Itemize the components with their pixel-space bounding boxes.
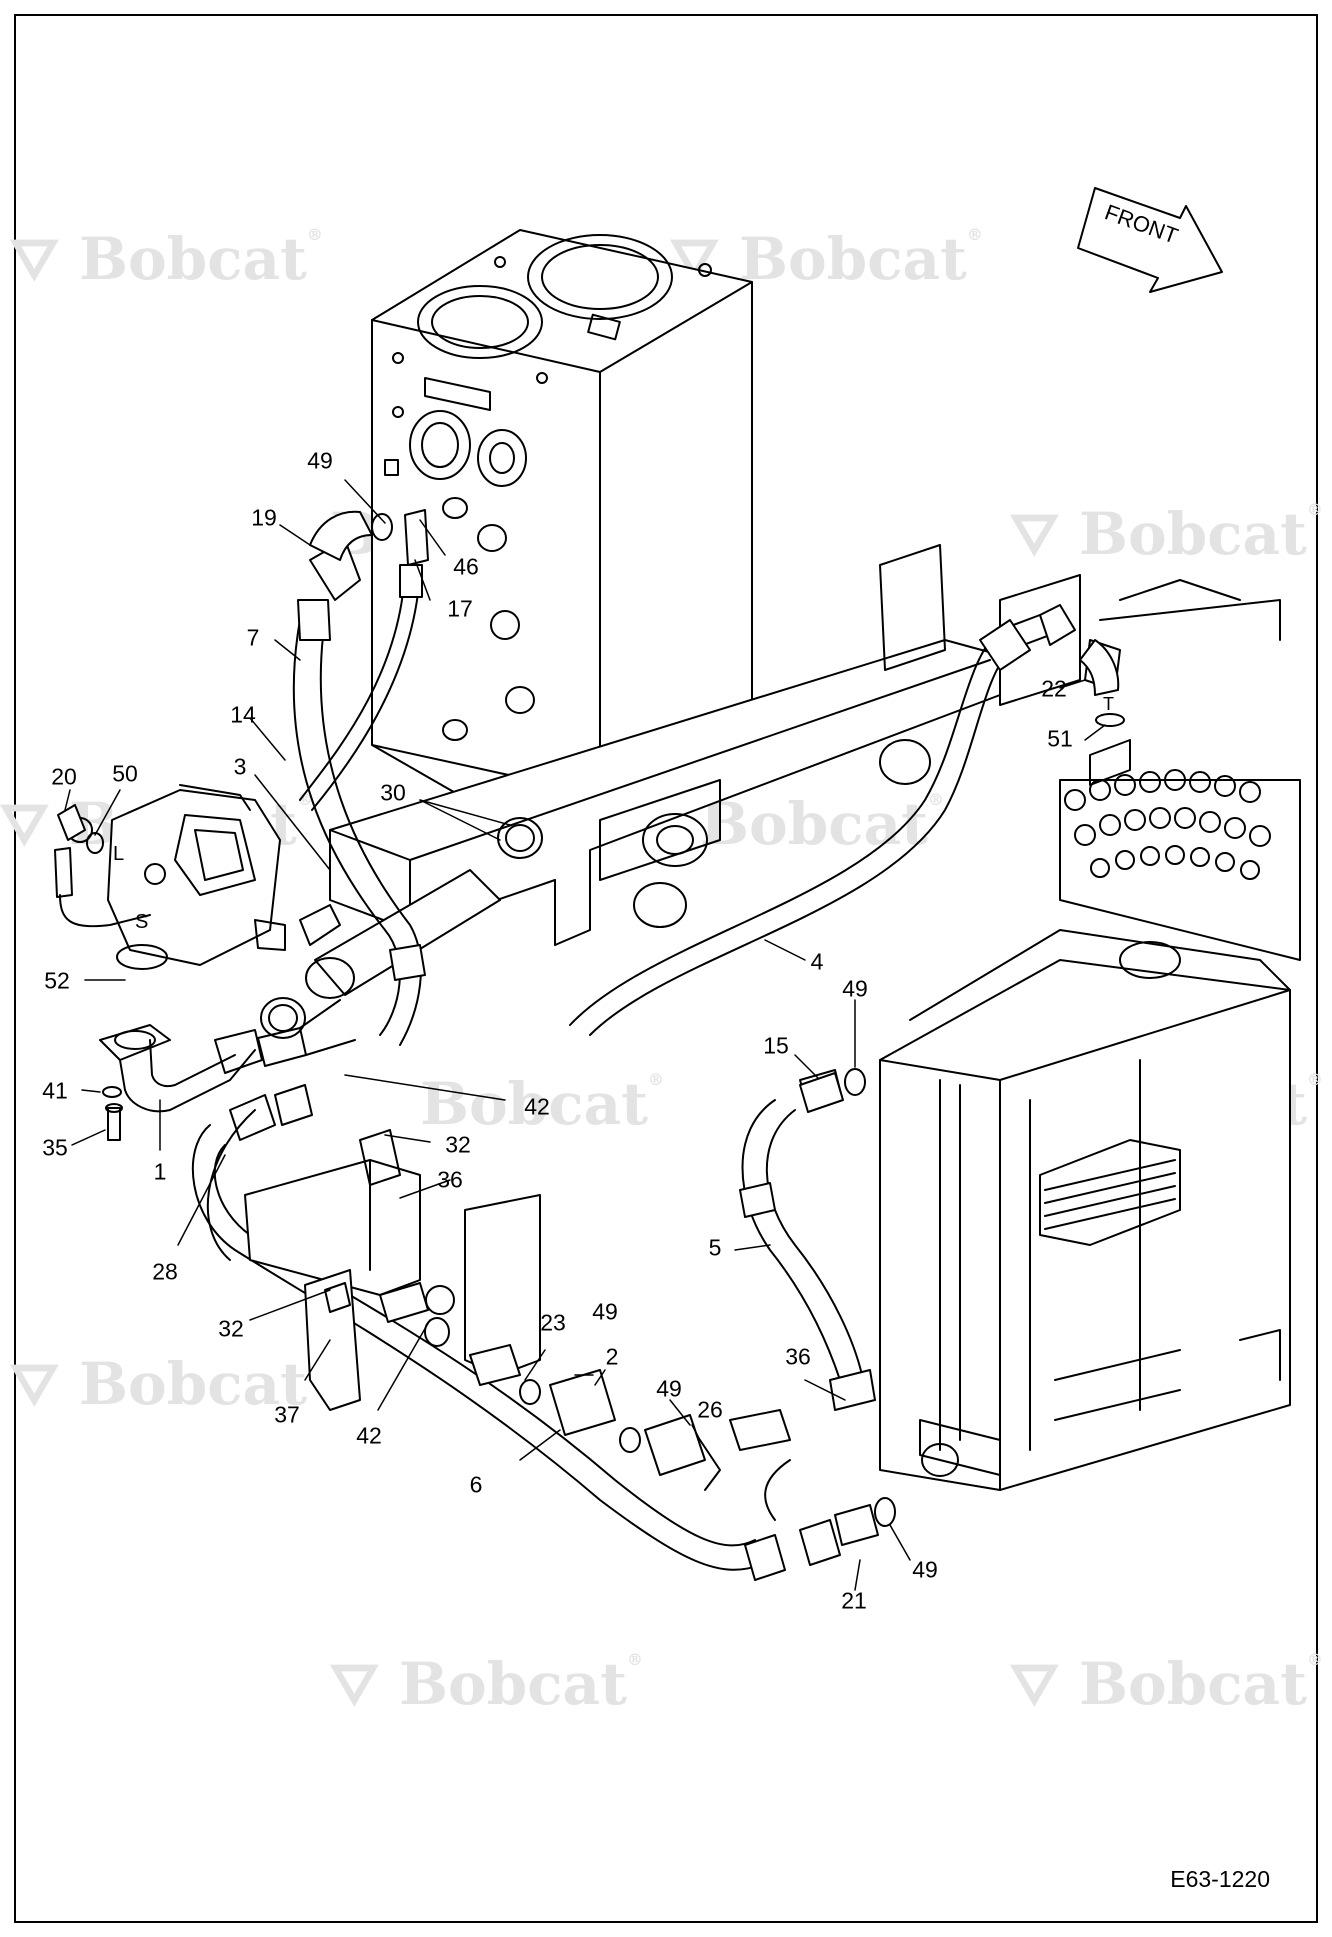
callout-26: 26 bbox=[697, 1396, 723, 1423]
callout-32-lower: 32 bbox=[218, 1315, 244, 1342]
suction-tube bbox=[299, 869, 501, 999]
callout-7: 7 bbox=[246, 624, 260, 651]
port-letters: L S T bbox=[113, 694, 1114, 933]
watermark: ⛛ Bobcat® bbox=[1010, 1650, 1323, 1718]
port-letter-L: L bbox=[113, 843, 124, 865]
callout-15: 15 bbox=[763, 1032, 789, 1059]
watermark: ⛛ Bobcat® bbox=[670, 225, 983, 293]
callout-3: 3 bbox=[233, 753, 247, 780]
watermark: Bobcat® bbox=[420, 1070, 664, 1138]
port-letter-T: T bbox=[1103, 694, 1114, 714]
bobcat-logo-icon: ⛛ bbox=[1010, 1650, 1059, 1718]
callout-32-upper: 32 bbox=[445, 1131, 471, 1158]
port-letter-S: S bbox=[135, 911, 148, 933]
callout-14: 14 bbox=[230, 701, 256, 728]
hose-bracket bbox=[244, 1129, 541, 1411]
callout-5: 5 bbox=[708, 1234, 722, 1261]
callout-4: 4 bbox=[810, 948, 824, 975]
fitting-chain bbox=[379, 1282, 896, 1566]
hose-28 bbox=[206, 1084, 313, 1261]
hose-14 bbox=[299, 509, 429, 811]
callout-50: 50 bbox=[112, 760, 138, 787]
elbow-fitting-19 bbox=[309, 510, 393, 561]
bobcat-logo-icon: ⛛ bbox=[10, 1350, 59, 1418]
bobcat-logo-icon: ⛛ bbox=[10, 225, 59, 293]
callout-41: 41 bbox=[42, 1077, 68, 1104]
callout-42-lower: 42 bbox=[356, 1422, 382, 1449]
callout-35: 35 bbox=[42, 1134, 68, 1161]
callout-28: 28 bbox=[152, 1258, 178, 1285]
hydraulic-tank bbox=[371, 229, 753, 831]
callout-52: 52 bbox=[44, 967, 70, 994]
callout-17: 17 bbox=[447, 595, 473, 622]
control-valve bbox=[1059, 739, 1301, 961]
watermark: ⛛ Bobcat® bbox=[10, 225, 323, 293]
watermark: ⛛ Bobcat® bbox=[330, 1650, 643, 1718]
bobcat-logo-icon: ⛛ bbox=[0, 790, 49, 858]
callout-20: 20 bbox=[51, 763, 77, 790]
fitting-15 bbox=[799, 1068, 866, 1113]
callout-51: 51 bbox=[1047, 725, 1073, 752]
callout-1: 1 bbox=[153, 1158, 167, 1185]
drawing-frame bbox=[14, 14, 1318, 1923]
callout-36-upper: 36 bbox=[437, 1166, 463, 1193]
watermark: ⛛ Bobcat® bbox=[1010, 500, 1323, 568]
callout-19: 19 bbox=[251, 504, 277, 531]
callout-42-upper: 42 bbox=[524, 1093, 550, 1120]
hose-clamps bbox=[260, 817, 543, 1039]
callout-23: 23 bbox=[540, 1309, 566, 1336]
callout-36-lower: 36 bbox=[785, 1343, 811, 1370]
callout-49-bottom: 49 bbox=[912, 1556, 938, 1583]
callout-49-mid: 49 bbox=[592, 1298, 618, 1325]
callout-6: 6 bbox=[469, 1471, 483, 1498]
bolt-and-washer bbox=[102, 1086, 123, 1141]
hose-7 bbox=[292, 539, 426, 1046]
bobcat-logo-icon: ⛛ bbox=[330, 1650, 379, 1718]
hose-5 bbox=[739, 1069, 876, 1521]
callout-49-right: 49 bbox=[842, 975, 868, 1002]
watermark: Bobcat® bbox=[700, 790, 944, 858]
callout-49-top: 49 bbox=[307, 447, 333, 474]
callout-22: 22 bbox=[1041, 675, 1067, 702]
callout-2: 2 bbox=[605, 1343, 619, 1370]
figure-reference: E63-1220 bbox=[1170, 1866, 1270, 1892]
hydraulic-pump bbox=[67, 784, 286, 966]
callout-leaders bbox=[64, 479, 1106, 1591]
callout-49-lower: 49 bbox=[656, 1375, 682, 1402]
callout-46: 46 bbox=[453, 553, 479, 580]
front-direction-arrow: FRONT bbox=[1077, 187, 1223, 293]
bobcat-logo-icon: ⛛ bbox=[1010, 500, 1059, 568]
oil-cooler bbox=[879, 929, 1291, 1491]
pump-fittings bbox=[54, 804, 168, 970]
elbow-fitting-22 bbox=[1079, 639, 1125, 727]
callout-30: 30 bbox=[380, 779, 406, 806]
suction-hose bbox=[99, 999, 356, 1113]
callout-21: 21 bbox=[841, 1587, 867, 1614]
callout-37: 37 bbox=[274, 1401, 300, 1428]
